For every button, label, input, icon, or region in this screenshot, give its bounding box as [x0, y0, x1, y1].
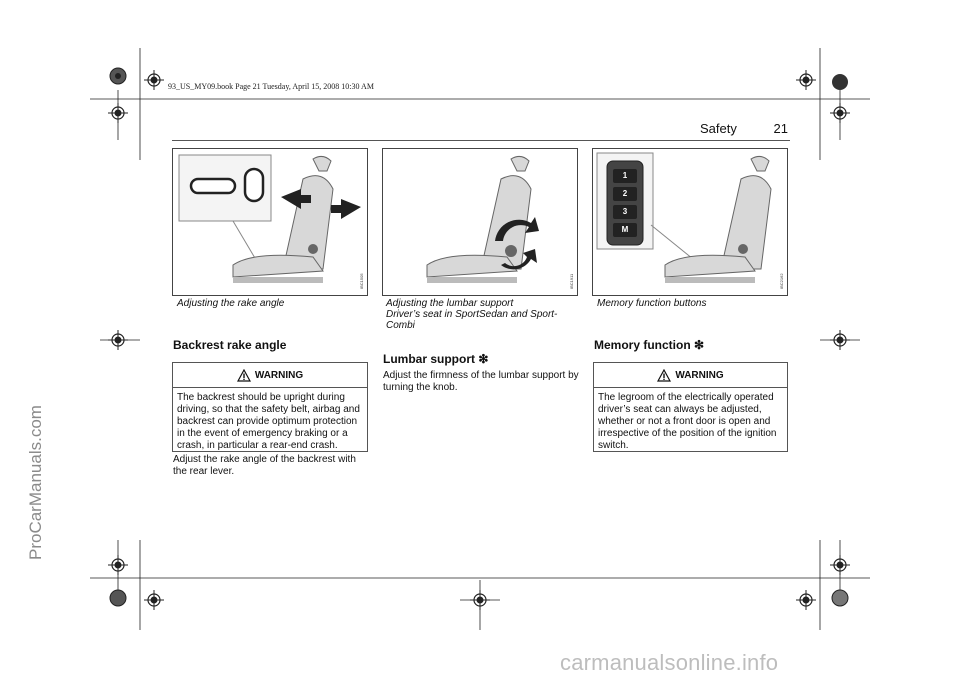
warning-line: driver’s seat can always be adjusted,: [598, 404, 762, 415]
registration-mark-left-lower: [108, 555, 128, 575]
caption-line: Adjusting the lumbar support: [386, 298, 514, 309]
caption-line: Driver’s seat in SportSedan and Sport-: [386, 309, 558, 320]
figure-memory-buttons: 1 2 3 M IBC2162: [592, 148, 788, 296]
page-number: 21: [773, 121, 788, 136]
figure-code: IBC2162: [779, 273, 784, 289]
header-rule: [172, 140, 790, 141]
warning-triangle-icon: [657, 368, 672, 382]
warning-line: driving, so that the safety belt, airbag…: [177, 404, 360, 415]
footer-watermark: carmanualsonline.info: [560, 650, 779, 675]
memory-button-2: 2: [613, 187, 637, 201]
warning-line: switch.: [598, 440, 629, 451]
heading-text: Memory function: [594, 338, 691, 352]
registration-mark-left-middle: [108, 330, 128, 350]
registration-mark-right-lower: [830, 555, 850, 575]
warning-triangle-icon: [236, 368, 251, 382]
registration-mark-top-right: [832, 74, 848, 90]
warning-line: backrest can provide optimum protection: [177, 416, 358, 427]
warning-text: The backrest should be upright during dr…: [173, 388, 367, 456]
warning-line: crash, in particular a rear-end crash.: [177, 440, 338, 451]
warning-header: WARNING: [173, 363, 367, 388]
warning-line: whether or not a front door is open and: [598, 416, 771, 427]
body-line: the rear lever.: [173, 466, 235, 477]
figure-code: IBC1911: [569, 273, 574, 289]
memory-button-3: 3: [613, 205, 637, 219]
body-line: Adjust the rake angle of the backrest wi…: [173, 454, 356, 465]
seat-lumbar-illustration: [426, 155, 539, 283]
registration-mark-bottom-right: [831, 589, 849, 607]
figure-caption: Adjusting the lumbar support Driver’s se…: [386, 298, 557, 331]
body-paragraph: Adjust the rake angle of the backrest wi…: [173, 454, 356, 478]
warning-box: WARNING The backrest should be upright d…: [172, 362, 368, 452]
figure-caption: Adjusting the rake angle: [177, 298, 285, 309]
registration-mark-top-right-inner: [796, 70, 816, 90]
registration-mark-right-upper: [830, 103, 850, 123]
warning-label: WARNING: [254, 369, 304, 381]
registration-mark-bottom-left: [109, 589, 127, 607]
registration-mark-right-middle: [830, 330, 850, 350]
figure-caption: Memory function buttons: [597, 298, 707, 309]
registration-mark-top-center-left: [144, 70, 164, 90]
body-paragraph: Adjust the firmness of the lumbar suppor…: [383, 370, 579, 394]
memory-button-1: 1: [613, 169, 637, 183]
registration-mark-bottom-right-inner: [796, 590, 816, 610]
heading-text: Lumbar support: [383, 352, 475, 366]
warning-line: irrespective of the position of the igni…: [598, 428, 777, 439]
memory-button-m: M: [613, 223, 637, 237]
registration-mark-bottom-center: [470, 590, 490, 610]
section-heading: Memory function ❇: [594, 338, 704, 352]
side-watermark: ProCarManuals.com: [26, 405, 45, 560]
registration-mark-top-left: [109, 67, 127, 85]
warning-line: in the event of emergency braking or a: [177, 428, 348, 439]
warning-box: WARNING The legroom of the electrically …: [593, 362, 788, 452]
figure-code: IBC1505: [359, 273, 364, 289]
accessory-symbol-icon: ❇: [478, 352, 489, 366]
warning-label: WARNING: [675, 369, 724, 381]
figure-rake-angle: IBC1505: [172, 148, 368, 296]
caption-line: Combi: [386, 320, 415, 331]
registration-mark-left-upper: [108, 103, 128, 123]
warning-header: WARNING: [594, 363, 787, 388]
print-header: 93_US_MY09.book Page 21 Tuesday, April 1…: [168, 82, 374, 91]
warning-line: The backrest should be upright during: [177, 392, 345, 403]
warning-text: The legroom of the electrically operated…: [594, 388, 787, 456]
body-line: Adjust the firmness of the lumbar suppor…: [383, 370, 579, 381]
registration-mark-bottom-left-inner: [144, 590, 164, 610]
section-title: Safety: [700, 121, 737, 136]
section-heading: Backrest rake angle: [173, 338, 287, 352]
figure-lumbar-support: IBC1911: [382, 148, 578, 296]
seat-rake-illustration: [178, 154, 361, 283]
accessory-symbol-icon: ❇: [694, 338, 705, 352]
section-heading: Lumbar support ❇: [383, 352, 488, 366]
page-header: Safety 21: [700, 121, 788, 136]
warning-line: The legroom of the electrically operated: [598, 392, 774, 403]
body-line: turning the knob.: [383, 382, 458, 393]
